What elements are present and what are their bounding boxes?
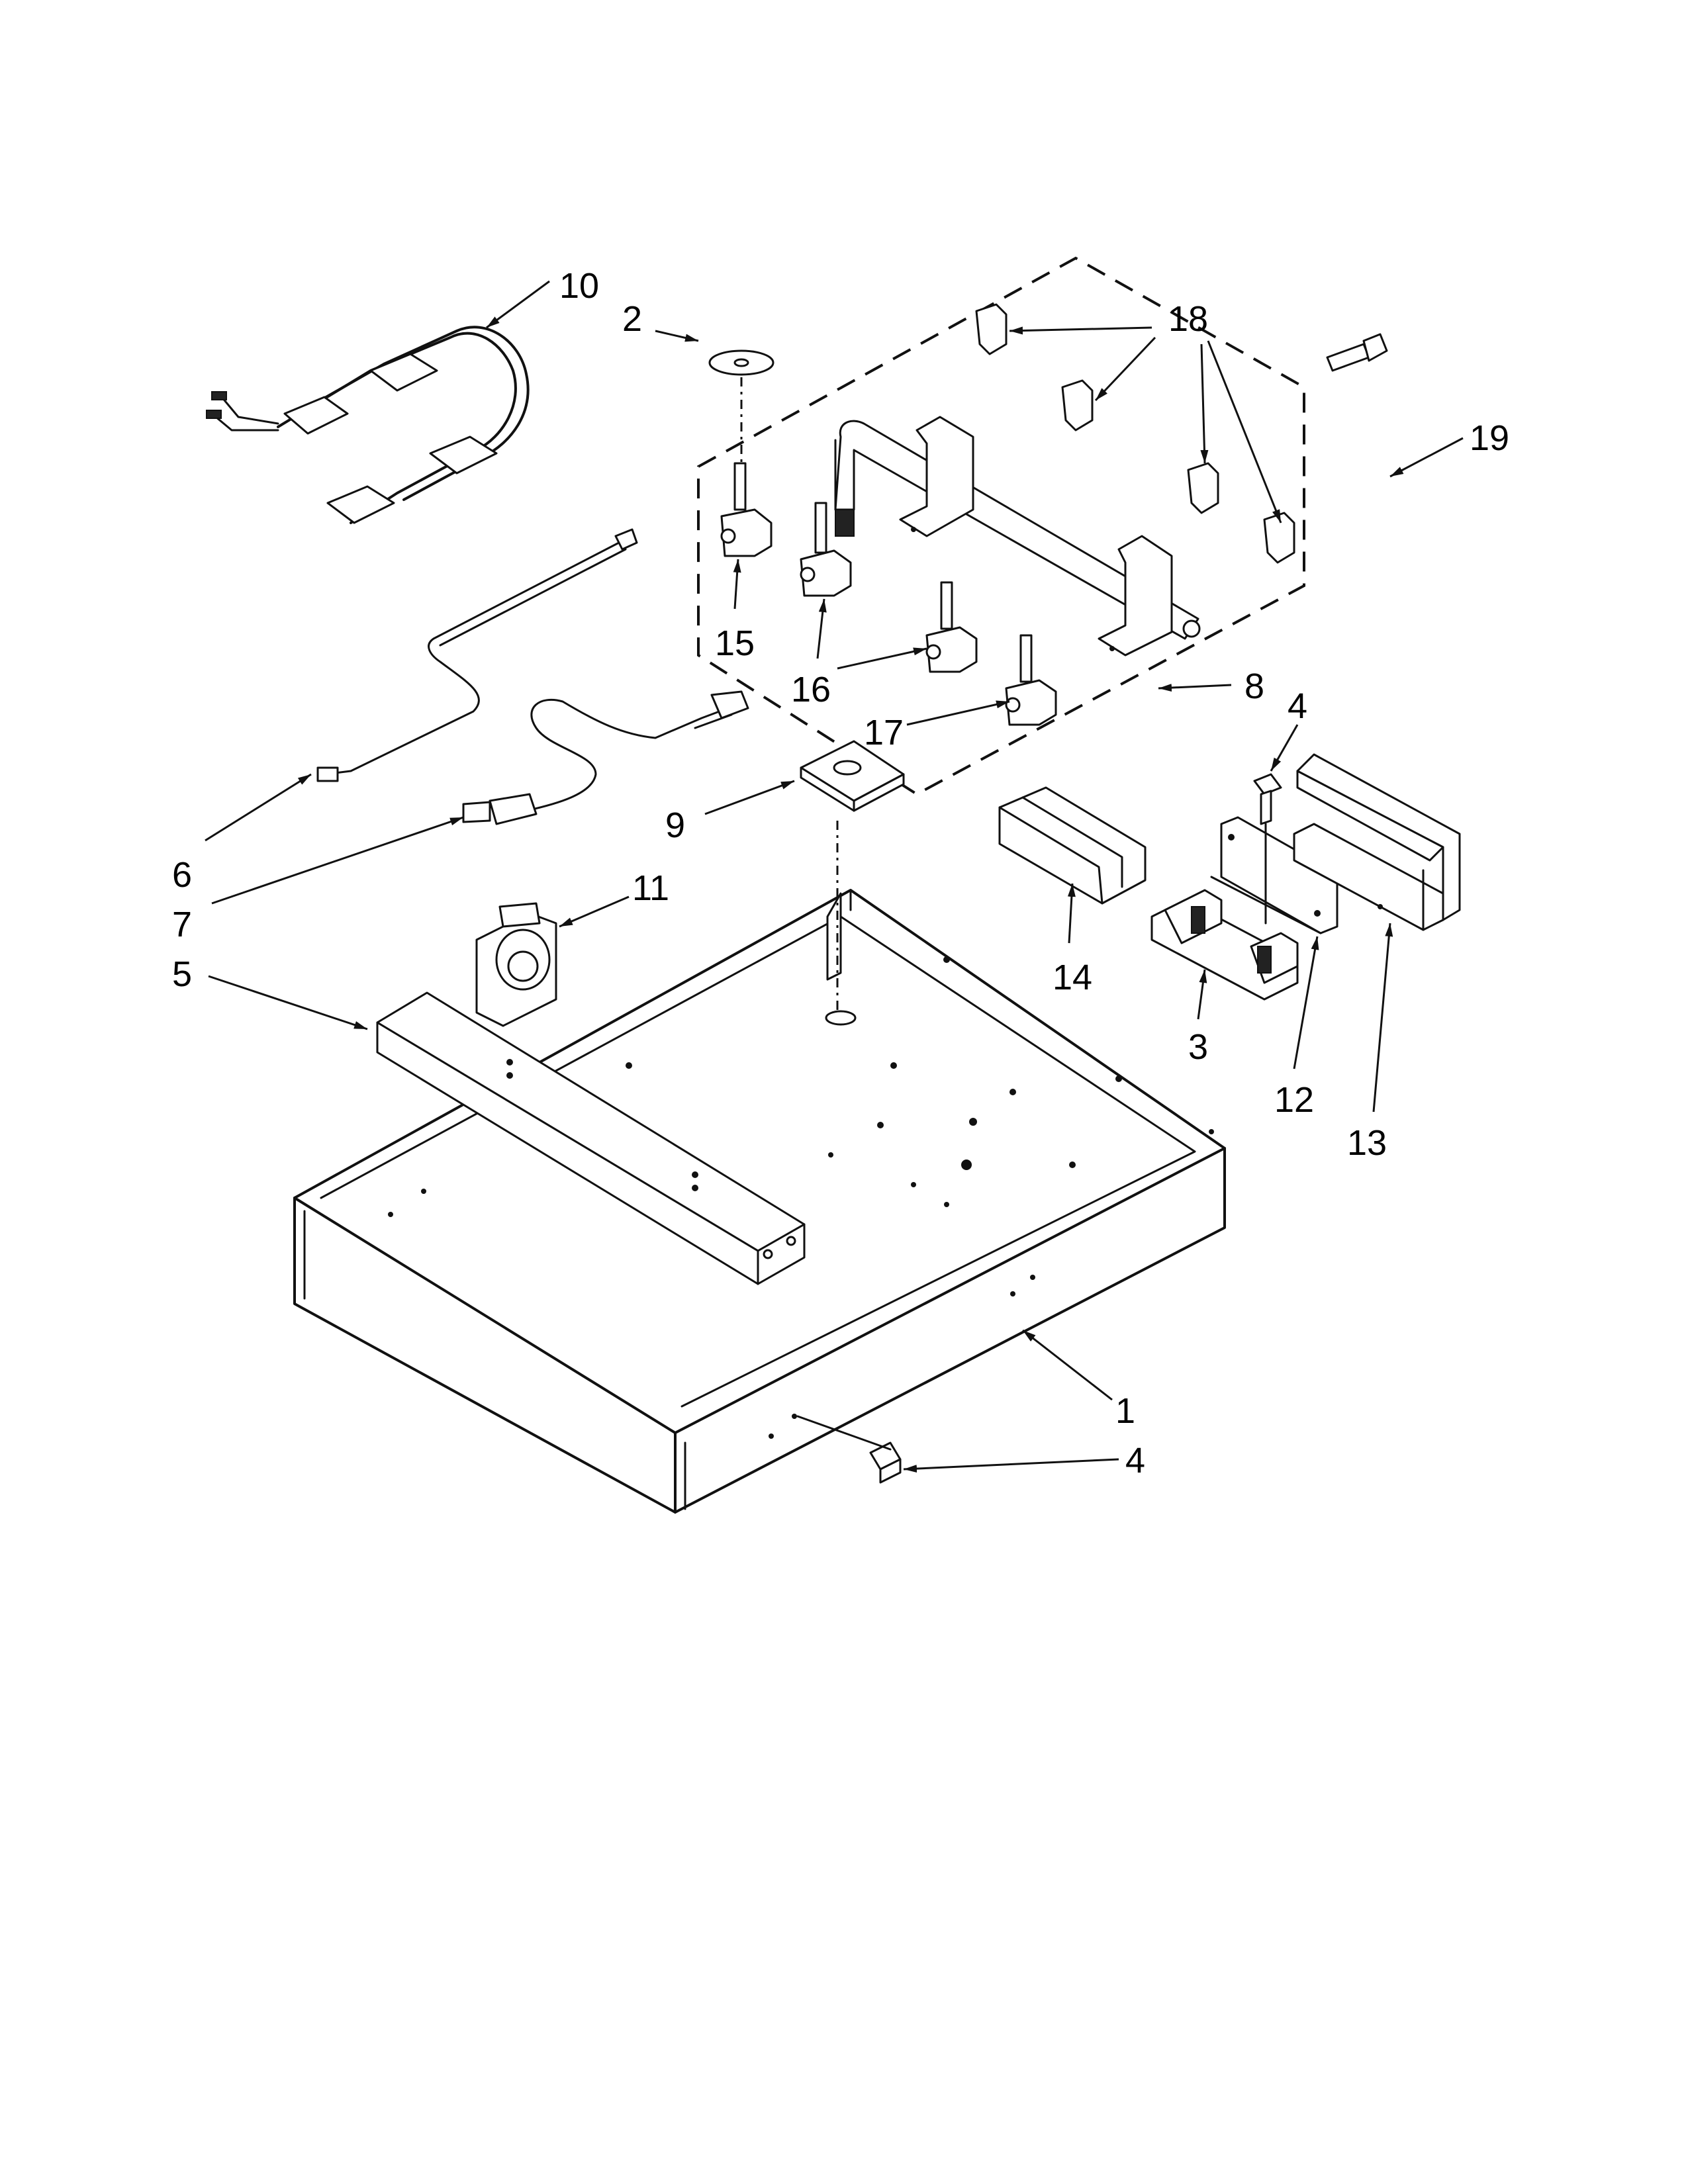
mounting-bracket: [1210, 816, 1338, 934]
callout-14: 14: [1053, 958, 1092, 997]
callout-6: 6: [172, 855, 192, 895]
callout-5: 5: [172, 954, 192, 994]
gas-tube-6: [316, 528, 638, 782]
gas-tube-7: [462, 690, 749, 825]
callout-10: 10: [559, 266, 599, 306]
valve-assembly-boundary: [697, 256, 1305, 796]
burner-harness: [206, 326, 530, 524]
callout-9: 9: [665, 805, 685, 845]
base-pan: [293, 889, 1226, 1514]
manifold: [834, 416, 1201, 657]
callout-12: 12: [1274, 1080, 1314, 1120]
callout-7: 7: [172, 905, 192, 944]
callout-13: 13: [1347, 1123, 1387, 1163]
gas-valve-16a: [800, 502, 852, 597]
callout-16: 16: [791, 670, 831, 709]
gas-valve-15: [720, 462, 773, 557]
screw-4-top: [1253, 773, 1282, 925]
callout-11: 11: [632, 868, 669, 908]
cross-bracket: [376, 991, 806, 1285]
pressure-regulator: [475, 902, 557, 1027]
callout-2: 2: [622, 299, 642, 339]
clips-18: [975, 303, 1295, 564]
screw-19: [1326, 333, 1388, 372]
spacer-block: [800, 740, 905, 812]
channel-bracket: [998, 786, 1147, 905]
terminal-block: [1150, 889, 1299, 1001]
callout-19: 19: [1470, 418, 1509, 458]
callout-3: 3: [1188, 1027, 1208, 1067]
callout-4-top: 4: [1288, 686, 1307, 726]
callout-17: 17: [864, 713, 904, 752]
seal-washer: [708, 349, 774, 376]
callout-15: 15: [715, 623, 755, 663]
gas-valve-17: [1005, 634, 1057, 726]
callout-18: 18: [1168, 299, 1208, 339]
callout-4-bottom: 4: [1125, 1441, 1145, 1480]
callout-1: 1: [1115, 1391, 1135, 1431]
screw-4-bottom: [796, 1415, 902, 1484]
leader-lines: [205, 280, 1464, 1473]
cover-box: [1293, 753, 1461, 931]
gas-valve-16b: [925, 581, 978, 673]
callout-8: 8: [1244, 666, 1264, 706]
